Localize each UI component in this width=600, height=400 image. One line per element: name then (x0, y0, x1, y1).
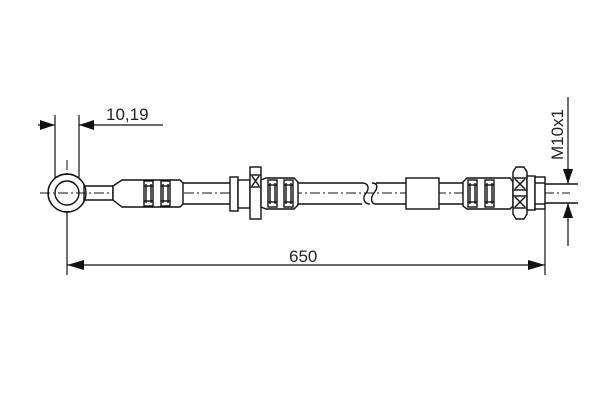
banjo-fitting (40, 115, 120, 213)
dimension-label-banjo-bore: 10,19 (106, 105, 149, 124)
hose-segment-right (439, 182, 463, 205)
dimension-label-thread: M10x1 (548, 109, 567, 160)
dimension-thread: M10x1 (548, 97, 573, 246)
right-end-fitting (462, 166, 578, 220)
protective-sleeve (405, 177, 440, 210)
hose-segment-middle (298, 182, 406, 205)
left-crimp-ferrule (112, 179, 184, 208)
dimension-banjo-bore: 10,19 (38, 105, 163, 130)
dimension-overall-length: 650 (66, 209, 546, 275)
dimension-label-overall-length: 650 (289, 247, 317, 266)
middle-bracket-fitting (229, 166, 299, 220)
hose-segment-left (183, 182, 230, 205)
